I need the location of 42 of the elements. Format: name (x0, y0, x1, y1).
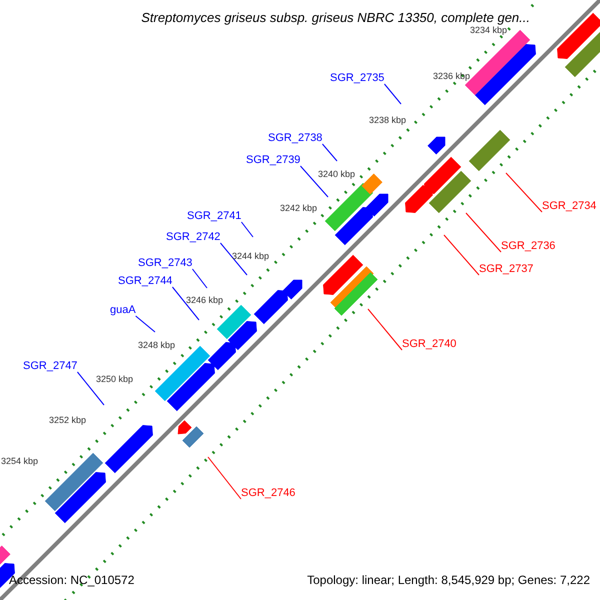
leader-line (76, 372, 104, 406)
gene-label: SGR_2739 (246, 155, 300, 166)
leader-line (300, 166, 328, 198)
scale-label: 3254 kbp (1, 457, 38, 466)
scale-label: 3238 kbp (369, 116, 406, 125)
leader-line (444, 234, 480, 276)
gene-label: SGR_2746 (241, 488, 296, 499)
scale-label: 3250 kbp (96, 375, 134, 384)
scale-label: 3248 kbp (138, 341, 176, 350)
leader-line (506, 172, 542, 212)
leader-line (192, 268, 208, 288)
gene-label: SGR_2740 (402, 339, 456, 350)
gene-label: SGR_2738 (268, 133, 322, 144)
gene-label: SGR_2741 (187, 211, 242, 222)
leader-line (322, 144, 338, 162)
gene-label: SGR_2734 (542, 201, 596, 212)
scale-label: 3244 kbp (232, 252, 270, 261)
leader-line (220, 242, 248, 276)
scale-label: 3234 kbp (470, 26, 508, 35)
gene-label: SGR_2737 (479, 264, 534, 275)
gene-label: SGR_2735 (330, 73, 384, 84)
title: Streptomyces griseus subsp. griseus NBRC 13350, complete gen... (141, 11, 530, 24)
gene-label: SGR_2744 (118, 276, 172, 287)
scale-label: 3240 kbp (318, 170, 356, 179)
leader-line (368, 308, 402, 350)
gene-label: SGR_2743 (138, 258, 192, 269)
accession-text: Accession: NC_010572 (9, 574, 134, 586)
leader-line (384, 84, 402, 104)
gene-label: SGR_2742 (166, 232, 220, 243)
scale-label: 3252 kbp (49, 416, 86, 425)
leader-line (240, 222, 254, 238)
scale-label: 3242 kbp (280, 204, 318, 213)
leader-line (172, 286, 200, 320)
leader-line (208, 456, 242, 500)
genome-summary: Topology: linear; Length: 8,545,929 bp; Genes: 7,222 (307, 574, 590, 586)
leader-line (135, 316, 156, 332)
gene-label: SGR_2736 (501, 241, 556, 252)
gene-label: SGR_2747 (23, 361, 78, 372)
gene-label: guaA (110, 305, 136, 316)
leader-line (466, 212, 502, 252)
scale-label: 3236 kbp (433, 72, 470, 81)
scale-label: 3246 kbp (186, 296, 224, 305)
